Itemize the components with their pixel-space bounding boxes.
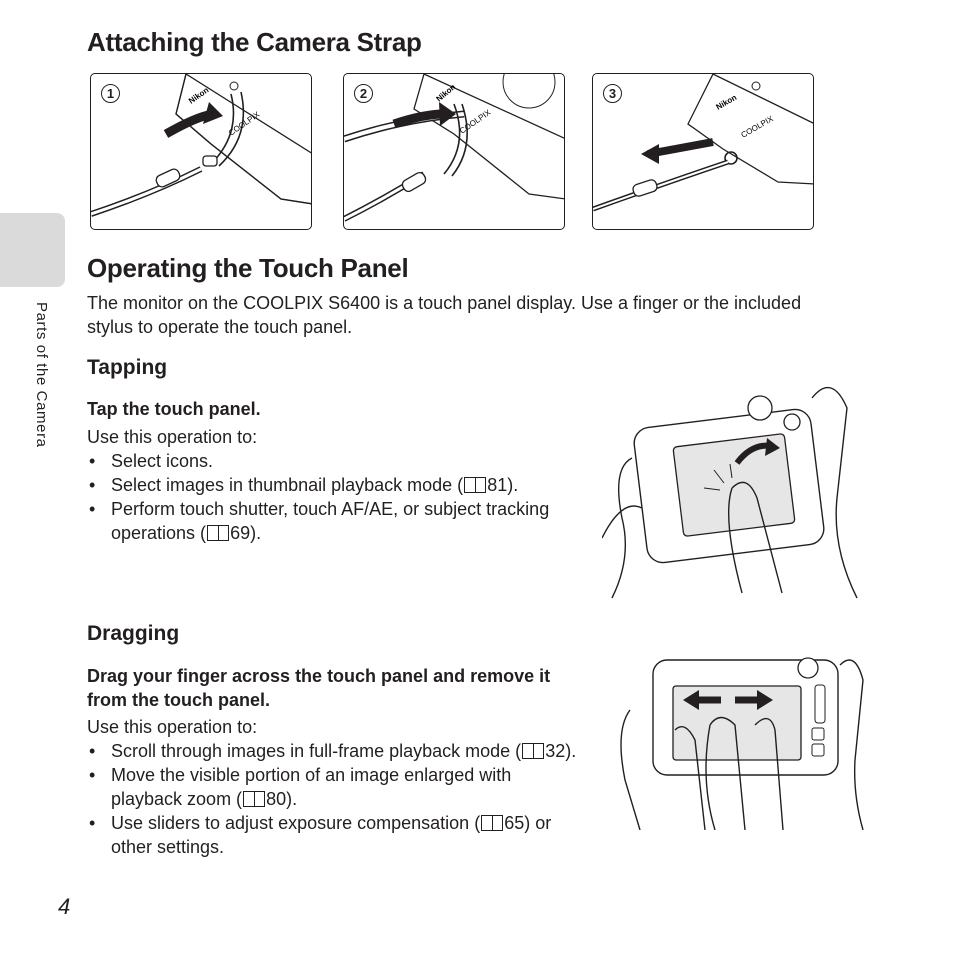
tapping-bullet-list: • Select icons. • Select images in thumb…	[87, 449, 587, 545]
list-item: • Perform touch shutter, touch AF/AE, or…	[87, 497, 587, 545]
page-ref[interactable]: 81	[487, 475, 508, 495]
list-item: • Use sliders to adjust exposure compens…	[87, 811, 587, 859]
dragging-instruction: Drag your finger across the touch panel …	[87, 666, 551, 710]
bullet-marker: •	[89, 499, 96, 519]
section-label: Parts of the Camera	[33, 302, 50, 448]
strap-step-1-illustration: Nikon COOLPIX	[91, 74, 311, 217]
dragging-heading: Dragging	[87, 622, 180, 645]
book-reference-icon	[207, 525, 230, 541]
bullet-text-end: ).	[507, 475, 519, 495]
bullet-text: Use sliders to adjust exposure compensat…	[111, 813, 481, 833]
bullet-marker: •	[89, 451, 96, 471]
dragging-illustration	[620, 657, 864, 830]
bullet-text: Scroll through images in full-frame play…	[111, 741, 522, 761]
bullet-text-end: ).	[286, 789, 298, 809]
bullet-text: Move the visible portion of an image enl…	[111, 765, 512, 809]
book-reference-icon	[464, 477, 487, 493]
tapping-use-label: Use this operation to:	[87, 427, 258, 447]
dragging-use-label: Use this operation to:	[87, 717, 258, 737]
list-item: • Select images in thumbnail playback mo…	[87, 473, 587, 497]
tapping-illustration	[602, 386, 858, 599]
strap-heading: Attaching the Camera Strap	[87, 27, 422, 57]
page-ref[interactable]: 69	[230, 523, 251, 543]
bullet-marker: •	[89, 741, 96, 761]
page-ref[interactable]: 80	[266, 789, 287, 809]
section-tab	[0, 213, 65, 287]
bullet-text-end: ) or other settings.	[111, 813, 552, 857]
bullet-marker: •	[89, 813, 96, 833]
bullet-text: Select icons.	[111, 451, 214, 471]
dragging-bullet-list: • Scroll through images in full-frame pl…	[87, 739, 587, 859]
bullet-text-end: ).	[565, 741, 577, 761]
bullet-text: Perform touch shutter, touch AF/AE, or s…	[111, 499, 550, 543]
step-number-3: 3	[603, 84, 622, 103]
tapping-instruction: Tap the touch panel.	[87, 399, 261, 419]
list-item: • Scroll through images in full-frame pl…	[87, 739, 587, 763]
book-reference-icon	[243, 791, 266, 807]
strap-step-3-figure: Nikon COOLPIX 3	[592, 73, 814, 230]
strap-step-1-figure: Nikon COOLPIX 1	[90, 73, 312, 230]
tapping-heading: Tapping	[87, 356, 168, 379]
page-ref[interactable]: 65	[504, 813, 525, 833]
bullet-marker: •	[89, 475, 96, 495]
list-item: • Select icons.	[87, 449, 587, 473]
page-ref[interactable]: 32	[545, 741, 566, 761]
bullet-text: Select images in thumbnail playback mode…	[111, 475, 464, 495]
strap-step-2-illustration: Nikon COOLPIX	[344, 74, 564, 222]
strap-step-2-figure: Nikon COOLPIX 2	[343, 73, 565, 230]
list-item: • Move the visible portion of an image e…	[87, 763, 587, 811]
touch-heading: Operating the Touch Panel	[87, 253, 409, 283]
page-number: 4	[58, 894, 71, 919]
bullet-marker: •	[89, 765, 96, 785]
strap-step-3-illustration: Nikon COOLPIX	[593, 74, 813, 212]
touch-intro: The monitor on the COOLPIX S6400 is a to…	[87, 293, 802, 337]
step-number-1: 1	[101, 84, 120, 103]
book-reference-icon	[481, 815, 504, 831]
bullet-text-end: ).	[250, 523, 262, 543]
book-reference-icon	[522, 743, 545, 759]
step-number-2: 2	[354, 84, 373, 103]
